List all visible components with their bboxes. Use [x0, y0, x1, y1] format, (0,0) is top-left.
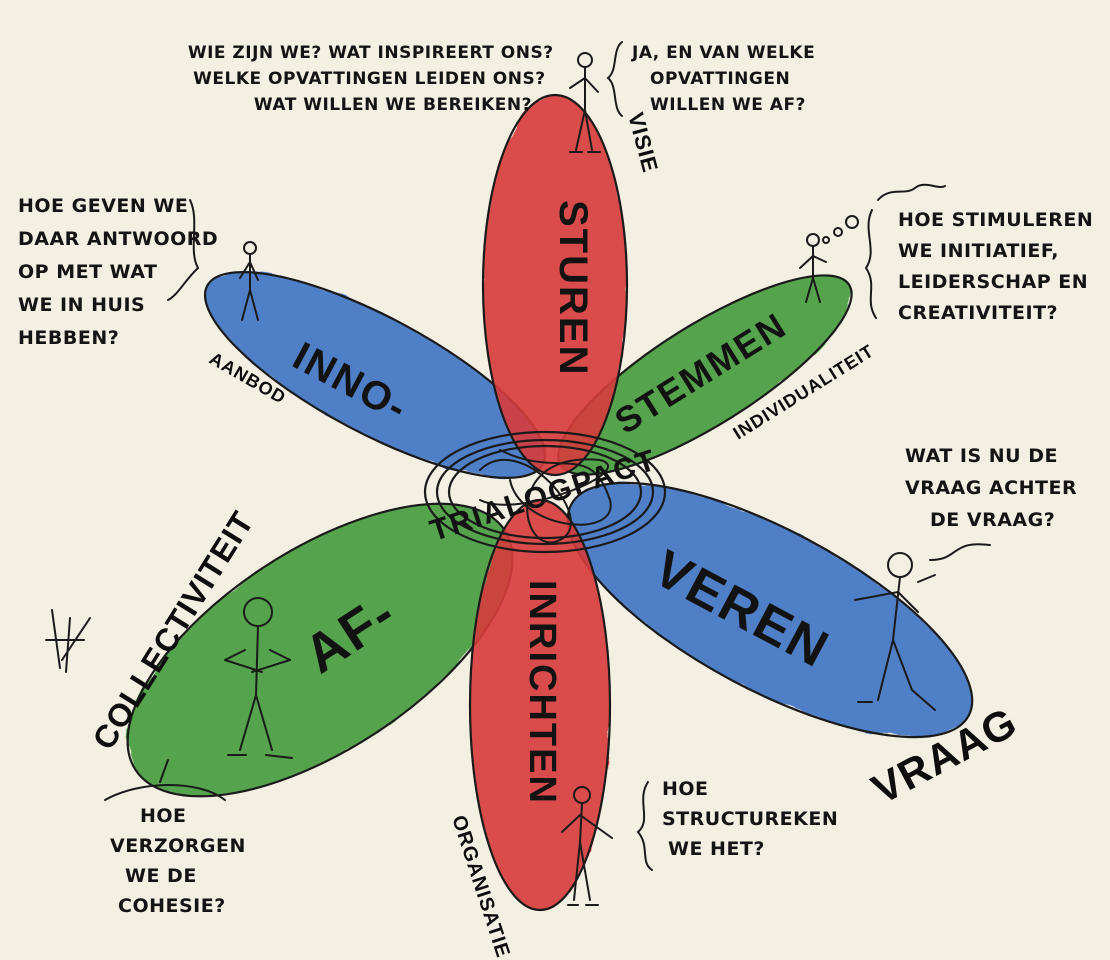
figure-aanbod: [239, 241, 259, 321]
green-petal-upper-right: [558, 275, 852, 475]
bubble-aanbod: HOE GEVEN WE DAAR ANTWOORD OP MET WAT WE…: [18, 195, 225, 349]
figure-organisatie: [561, 786, 613, 906]
bubble-visie-right: JA, EN VAN WELKE OPVATTINGEN WILLEN WE A…: [606, 41, 822, 117]
figure-visie: [569, 52, 601, 153]
bubble-individualiteit: HOE STIMULEREN WE INITIATIEF, LEIDERSCHA…: [822, 183, 1100, 324]
axis-visie: VISIE: [623, 110, 663, 176]
svg-text:HOE STIMULEREN WE INITIA: HOE STIMULEREN WE INITIATIEF, LEIDERSCHA…: [898, 209, 1100, 324]
blue-petal-upper-left: [205, 272, 545, 478]
svg-text:HOE VERZORGEN WE D: HOE VERZORGEN WE DE COHESIE?: [110, 805, 253, 917]
bubble-collectiviteit: HOE VERZORGEN WE DE COHESIE?: [104, 759, 253, 917]
bubble-vraag: WAT IS NU DE VRAAG ACHTER DE VRAAG?: [905, 445, 1084, 583]
artist-signature: [45, 609, 91, 673]
blue-petal-lower-right: [567, 482, 973, 738]
svg-text:HOE STRUCTUREKEN W: HOE STRUCTUREKEN WE HET?: [662, 778, 845, 860]
label-sturen: STUREN: [551, 200, 595, 376]
svg-text:HOE GEVEN WE DAAR ANTWOO: HOE GEVEN WE DAAR ANTWOORD OP MET WAT WE…: [18, 195, 225, 349]
svg-text:WIE ZIJN WE? WAT INSPIREERT ON: WIE ZIJN WE? WAT INSPIREERT ONS? WELKE O…: [188, 43, 560, 115]
blue-petal: [203, 271, 974, 739]
bubble-organisatie: HOE STRUCTUREKEN WE HET?: [636, 778, 845, 871]
figure-vraag: [854, 552, 936, 711]
figure-collectiviteit: [224, 597, 293, 759]
svg-text:WAT IS NU DE VRAAG ACHTE: WAT IS NU DE VRAAG ACHTER DE VRAAG?: [905, 445, 1084, 531]
green-petal-lower-left: [127, 503, 513, 797]
red-petal-bottom: [470, 500, 610, 910]
figure-individualiteit: [799, 233, 827, 303]
red-petal-top: [483, 95, 627, 475]
label-inrichten: INRICHTEN: [521, 580, 563, 805]
red-petal: [468, 93, 629, 912]
svg-text:JA, EN VAN WELKE OPVATTI: JA, EN VAN WELKE OPVATTINGEN WILLEN WE A…: [631, 43, 822, 115]
bubble-visie-left: WIE ZIJN WE? WAT INSPIREERT ONS? WELKE O…: [188, 43, 560, 115]
